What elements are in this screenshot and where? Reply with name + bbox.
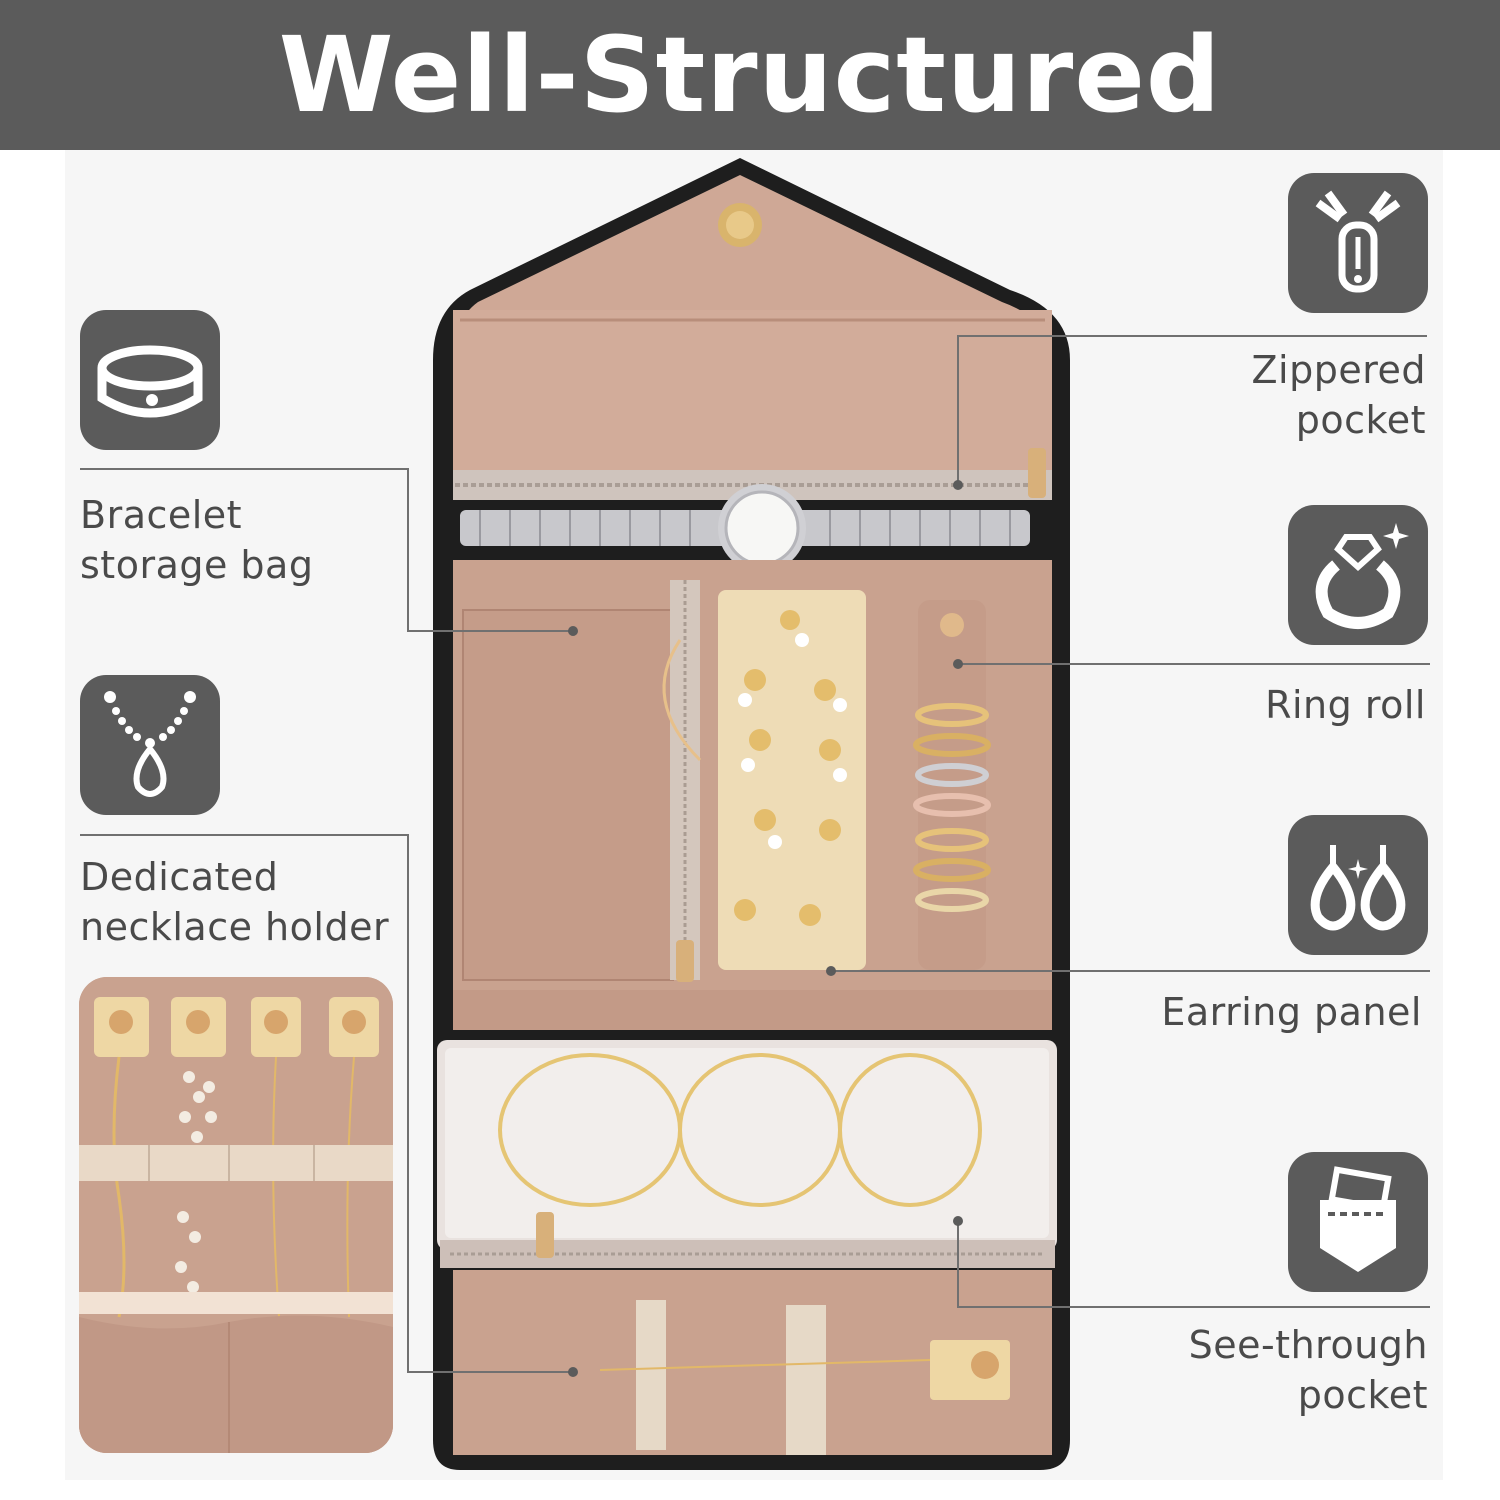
earrings-icon [1310,845,1406,931]
necklace-holder-leader-h2 [407,1371,572,1373]
necklace-icon-box [80,675,220,815]
zipper-icon-box [1288,173,1428,313]
earring-panel-label-line1: Earring panel [1161,990,1422,1034]
bracelet-bag-leader-h2 [407,630,572,632]
bracelet-bag-leader-dot [568,626,578,636]
see-through-pocket-leader-h [957,1306,1430,1308]
earring-panel-leader-h [830,970,1430,972]
necklace-holder-leader-v [407,834,409,1372]
ring-icon-box [1288,505,1428,645]
bracelet-icon [97,345,203,418]
earring-panel-leader-dot [826,966,836,976]
ring-roll-leader-dot [953,659,963,669]
necklace-holder-leader-h1 [80,834,408,836]
pocket-icon [1320,1166,1396,1272]
pocket-icon-box [1288,1152,1428,1292]
bracelet-bag-label-line1: Bracelet [80,493,243,537]
see-through-pocket-leader-v [957,1220,959,1308]
zippered-pocket-leader-dot [953,480,963,490]
ring-roll-label: Ring roll [1140,680,1426,730]
ring-roll-leader-h [957,663,1430,665]
zippered-pocket-leader-h [957,335,1427,337]
necklace-icon [104,691,196,797]
bracelet-bag-label-line2: storage bag [80,543,314,587]
zippered-pocket-leader-v [957,335,959,485]
see-through-pocket-label: See-through pocket [1100,1320,1428,1420]
see-through-pocket-label-line1: See-through [1188,1323,1428,1367]
zippered-pocket-label-line1: Zippered [1251,348,1426,392]
zippered-pocket-label: Zippered pocket [1140,345,1426,445]
see-through-pocket-label-line2: pocket [1297,1373,1428,1417]
page-title: Well-Structured [278,14,1222,136]
ring-roll-label-line1: Ring roll [1265,683,1426,727]
earring-panel-label: Earring panel [1100,987,1422,1037]
bracelet-bag-leader-h1 [80,468,408,470]
necklace-holder-leader-dot [568,1367,578,1377]
zipper-icon [1315,190,1401,293]
necklace-holder-inset [79,977,393,1453]
necklace-holder-label-line1: Dedicated [80,855,279,899]
header-banner: Well-Structured [0,0,1500,150]
see-through-pocket-leader-dot [953,1216,963,1226]
earrings-icon-box [1288,815,1428,955]
ring-icon [1315,523,1409,629]
bracelet-bag-leader-v [407,468,409,631]
bracelet-bag-label: Bracelet storage bag [80,490,313,590]
zippered-pocket-label-line2: pocket [1295,398,1426,442]
bracelet-icon-box [80,310,220,450]
necklace-holder-label-line2: necklace holder [80,905,390,949]
necklace-holder-label: Dedicated necklace holder [80,852,389,952]
